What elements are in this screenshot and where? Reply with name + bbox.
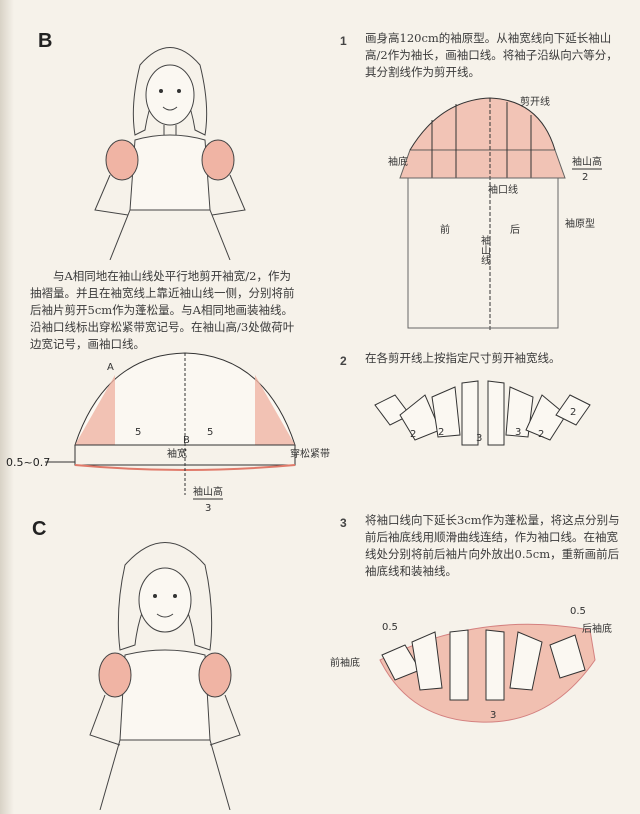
gap-label: 3 xyxy=(515,427,521,438)
point-a-label: A xyxy=(107,362,114,373)
girl-illustration-c xyxy=(89,542,241,810)
elastic-label: 穿松紧带 xyxy=(290,447,330,460)
gap-label: 2 xyxy=(570,407,576,418)
girl-illustration-b xyxy=(94,47,246,260)
back-label: 后 xyxy=(510,224,520,236)
section-c-label: C xyxy=(32,518,47,540)
gap-label: 2 xyxy=(538,429,544,440)
cap-height-label: 袖山高 xyxy=(193,485,223,498)
spread-sleeve-diagram: 2 2 3 3 2 2 xyxy=(374,380,591,446)
flutter-sleeve-right xyxy=(198,652,232,698)
sleeve-block-label: 袖原型 xyxy=(565,217,595,230)
step-3-number: 3 xyxy=(340,516,347,530)
section-b-label: B xyxy=(38,30,53,52)
sleeve-width-label: 袖宽 xyxy=(167,447,187,460)
left-extension-label: 0.5 xyxy=(382,622,398,633)
point-b-label: B xyxy=(183,435,190,446)
back-underarm-label: 后袖底 xyxy=(582,622,612,635)
step-3-text: 将袖口线向下延长3cm作为蓬松量，将这点分别与前后袖底线用顺滑曲线连结，作为袖口… xyxy=(365,513,620,578)
step-1-number: 1 xyxy=(340,34,347,48)
cap-divisor-label: 3 xyxy=(205,503,211,514)
hem-allowance-label: 0.5~0.7 xyxy=(6,456,51,469)
underarm-label: 袖底 xyxy=(388,155,408,168)
puff-sleeve-right xyxy=(201,139,235,181)
center-line-label: 袖山线 xyxy=(479,234,491,265)
final-sleeve-diagram: 0.5 0.5 后袖底 前袖底 3 xyxy=(330,606,612,723)
slash-line-label: 剪开线 xyxy=(520,95,550,108)
sleeve-pattern-b: A B 5 5 袖宽 穿松紧带 袖山高 3 xyxy=(45,352,330,514)
slash-left-label: 5 xyxy=(135,427,141,438)
cap-divisor-label: 2 xyxy=(582,172,588,183)
puff-sleeve-left xyxy=(105,139,139,181)
step-2-number: 2 xyxy=(340,354,347,368)
flutter-sleeve-left xyxy=(98,652,132,698)
sleeve-block-diagram: 剪开线 袖底 袖山高 2 袖口线 前 袖山线 后 袖原型 xyxy=(388,95,602,330)
right-extension-label: 0.5 xyxy=(570,606,586,617)
step-2-text: 在各剪开线上按指定尺寸剪开袖宽线。 xyxy=(365,351,561,365)
front-label: 前 xyxy=(440,223,450,236)
hem-line-label: 袖口线 xyxy=(488,183,518,196)
cap-height-label: 袖山高 xyxy=(572,155,602,168)
slash-right-label: 5 xyxy=(207,427,213,438)
gap-label: 2 xyxy=(410,429,416,440)
hem-drop-label: 3 xyxy=(490,710,496,721)
page-binding-shadow xyxy=(0,0,14,814)
section-b-text: 与A相同地在袖山线处平行地剪开袖宽/2，作为抽褶量。并且在袖宽线上靠近袖山线一侧… xyxy=(30,269,295,351)
step-1-text: 画身高120cm的袖原型。从袖宽线向下延长袖山高/2作为袖长，画袖口线。将袖子沿… xyxy=(365,31,618,79)
gap-label: 2 xyxy=(438,427,444,438)
gap-label: 3 xyxy=(476,433,482,444)
front-underarm-label: 前袖底 xyxy=(330,656,360,669)
